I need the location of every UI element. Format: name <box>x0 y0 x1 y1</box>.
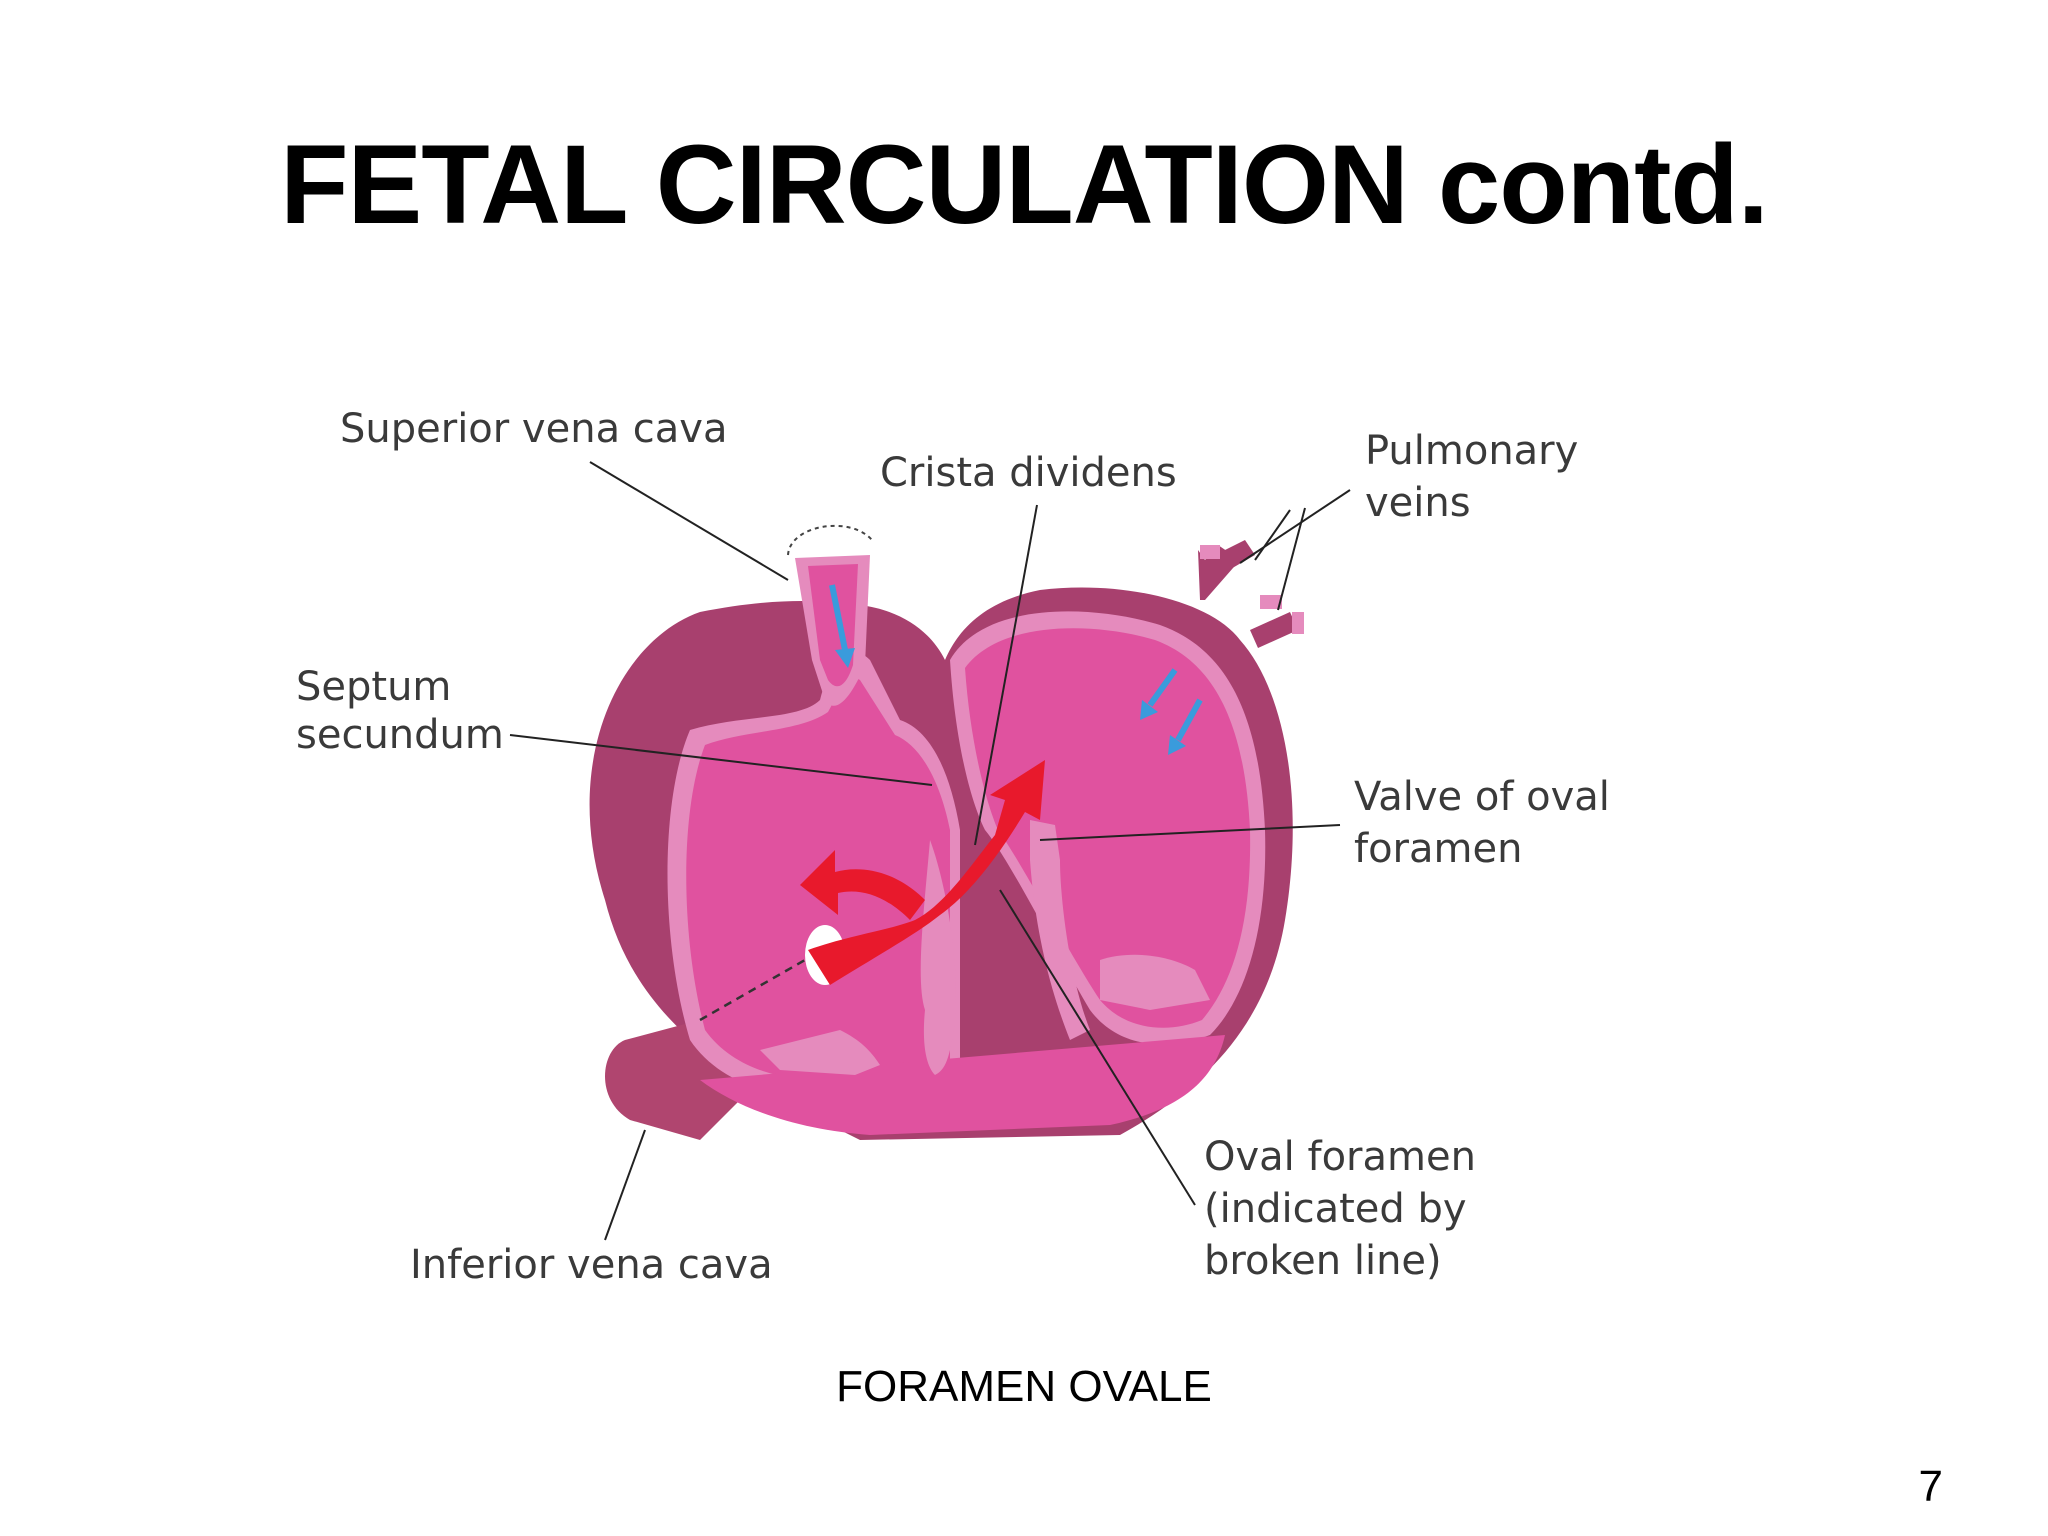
septum-structures <box>760 820 1210 1075</box>
pulmonary-vein-stubs <box>1198 540 1304 648</box>
label-septum-secundum-line2: secundum <box>296 712 504 758</box>
label-septum-secundum-line1: Septum <box>296 664 451 710</box>
label-crista-dividens: Crista dividens <box>880 450 1177 496</box>
leader-lines <box>509 461 1351 1241</box>
label-valve-oval-foramen-line2: foramen <box>1354 826 1522 872</box>
label-oval-foramen-line2: (indicated by <box>1204 1186 1467 1232</box>
label-valve-oval-foramen-line1: Valve of oval <box>1354 774 1610 820</box>
label-inferior-vena-cava: Inferior vena cava <box>410 1242 773 1288</box>
label-oval-foramen-line3: broken line) <box>1204 1238 1442 1284</box>
lower-heart-region <box>700 1035 1225 1135</box>
label-oval-foramen-line1: Oval foramen <box>1204 1134 1476 1180</box>
page-number: 7 <box>1918 1462 1943 1511</box>
figure-caption: FORAMEN OVALE <box>836 1362 1212 1411</box>
label-pulmonary-veins-line1: Pulmonary <box>1365 428 1578 474</box>
slide-title: FETAL CIRCULATION contd. <box>280 122 1769 247</box>
label-superior-vena-cava: Superior vena cava <box>340 406 727 452</box>
label-pulmonary-veins-line2: veins <box>1365 480 1471 526</box>
blue-flow-arrows <box>829 584 1203 755</box>
blood-flow-arrow <box>800 760 1045 985</box>
oval-foramen-broken-line <box>699 958 806 1022</box>
